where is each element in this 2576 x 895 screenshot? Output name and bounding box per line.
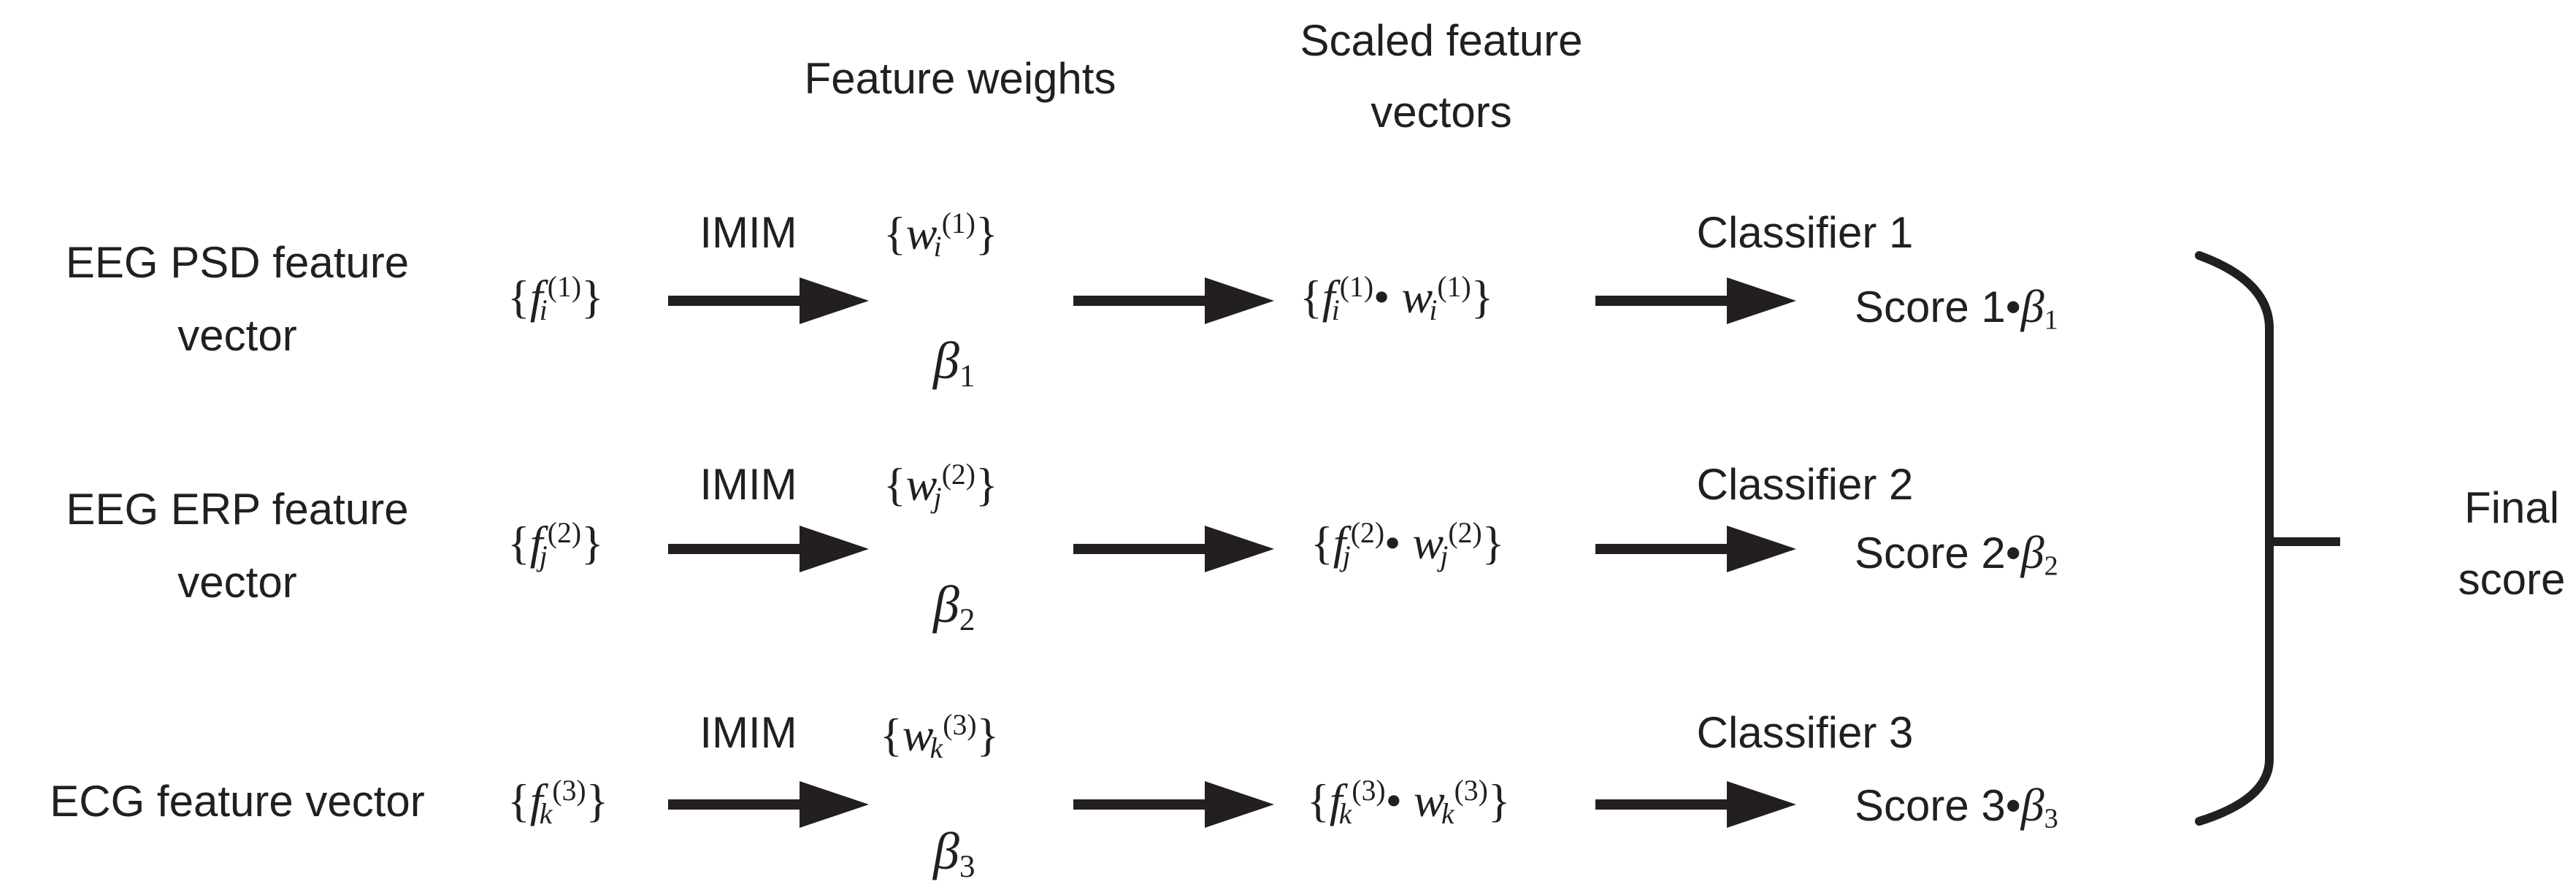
arrow-imim-2 <box>668 526 869 572</box>
arrow-classifier-2 <box>1595 526 1796 572</box>
header-scaled-line2: vectors <box>1371 88 1512 137</box>
weight-set-1: {wi(1)} <box>883 207 998 263</box>
classifier-label-3: Classifier 3 <box>1696 708 1914 757</box>
score-3: Score 3•β3 <box>1855 779 2058 834</box>
feature-set-3: {fk(3)} <box>507 775 609 830</box>
beta-3: β3 <box>933 822 975 884</box>
scaled-set-2: {fj(2)• wj(2)} <box>1311 517 1505 572</box>
final-score-line1: Final <box>2464 483 2560 532</box>
score-2: Score 2•β2 <box>1855 526 2058 582</box>
arrow-scale-3 <box>1073 781 1274 828</box>
weight-set-3: {wk(3)} <box>880 709 1000 764</box>
classifier-label-1: Classifier 1 <box>1696 208 1914 257</box>
method-label-3: IMIM <box>699 708 797 757</box>
arrow-imim-1 <box>668 277 869 324</box>
arrow-classifier-3 <box>1595 781 1796 828</box>
feature-set-1: {fi(1)} <box>507 271 604 326</box>
scaled-set-3: {fk(3)• wk(3)} <box>1307 775 1511 830</box>
method-label-2: IMIM <box>699 460 797 509</box>
arrow-classifier-1 <box>1595 277 1796 324</box>
arrow-scale-2 <box>1073 526 1274 572</box>
method-label-1: IMIM <box>699 208 797 257</box>
scaled-set-1: {fi(1)• wi(1)} <box>1300 271 1494 326</box>
weight-set-2: {wj(2)} <box>883 458 998 514</box>
input-label-eeg-psd-line1: EEG PSD feature <box>65 238 410 287</box>
header-scaled-line1: Scaled feature <box>1300 16 1583 65</box>
input-label-eeg-erp-line2: vector <box>177 558 297 607</box>
arrow-scale-1 <box>1073 277 1274 324</box>
score-1: Score 1•β1 <box>1855 280 2058 336</box>
combine-bracket <box>2195 251 2274 826</box>
input-label-eeg-psd-line2: vector <box>177 311 297 360</box>
beta-2: β2 <box>933 575 975 637</box>
input-label-ecg: ECG feature vector <box>50 777 425 826</box>
arrow-imim-3 <box>668 781 869 828</box>
final-score-line2: score <box>2458 555 2566 604</box>
feature-set-2: {fj(2)} <box>507 517 604 572</box>
header-feature-weights: Feature weights <box>804 54 1116 103</box>
classifier-label-2: Classifier 2 <box>1696 460 1914 509</box>
input-label-eeg-erp-line1: EEG ERP feature <box>66 485 409 534</box>
beta-1: β1 <box>933 331 975 393</box>
